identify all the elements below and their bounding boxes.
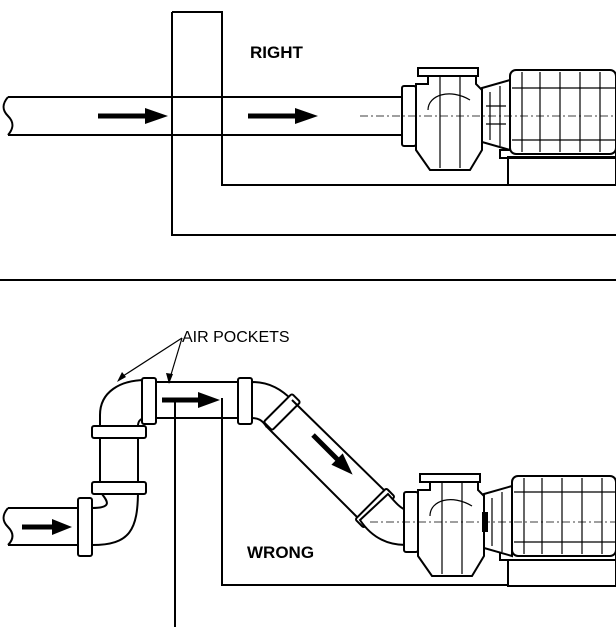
- wrong-wall: [174, 398, 616, 627]
- wrong-flow-arrow-1: [22, 519, 72, 535]
- right-flow-arrow-1: [98, 108, 168, 124]
- wrong-flow-arrow-3: [311, 433, 353, 475]
- right-motor: [509, 69, 616, 155]
- wrong-diagonal-pipe: [265, 399, 389, 521]
- wrong-lower-elbow-flange: [77, 497, 93, 557]
- right-pump: [415, 67, 511, 171]
- wrong-riser-flange-lower: [91, 481, 147, 495]
- right-suction-pipe: [8, 96, 402, 136]
- wrong-lower-elbow: [91, 489, 140, 547]
- wrong-upper-elbow: [99, 378, 147, 427]
- wrong-flow-arrow-2: [162, 392, 220, 408]
- air-pockets-callout: [117, 337, 183, 384]
- wrong-label: WRONG: [247, 543, 314, 562]
- wrong-upper-elbow-flange: [141, 377, 157, 425]
- right-section: RIGHT: [2, 11, 616, 236]
- wrong-motor: [511, 475, 616, 557]
- right-wall: [171, 11, 616, 236]
- wrong-riser: [99, 432, 139, 490]
- wrong-section: AIR POCKETS WRONG: [2, 329, 616, 627]
- wrong-riser-flange-upper: [91, 425, 147, 439]
- wrong-pump-elbow: [358, 492, 407, 547]
- wrong-motor-base: [507, 559, 616, 587]
- right-pipe-cut-end: [2, 96, 14, 136]
- right-flow-arrow-2: [248, 108, 318, 124]
- wrong-horizontal-flange: [237, 377, 253, 425]
- wrong-inlet-pipe: [8, 507, 78, 546]
- wrong-pump: [417, 473, 513, 577]
- wrong-diagonal-flange-upper: [263, 393, 301, 431]
- air-pockets-label: AIR POCKETS: [182, 329, 290, 346]
- right-label: RIGHT: [250, 43, 304, 62]
- right-motor-base: [507, 156, 616, 186]
- wrong-horizontal-pipe: [156, 381, 240, 419]
- wrong-pipe-cut-end: [2, 507, 14, 546]
